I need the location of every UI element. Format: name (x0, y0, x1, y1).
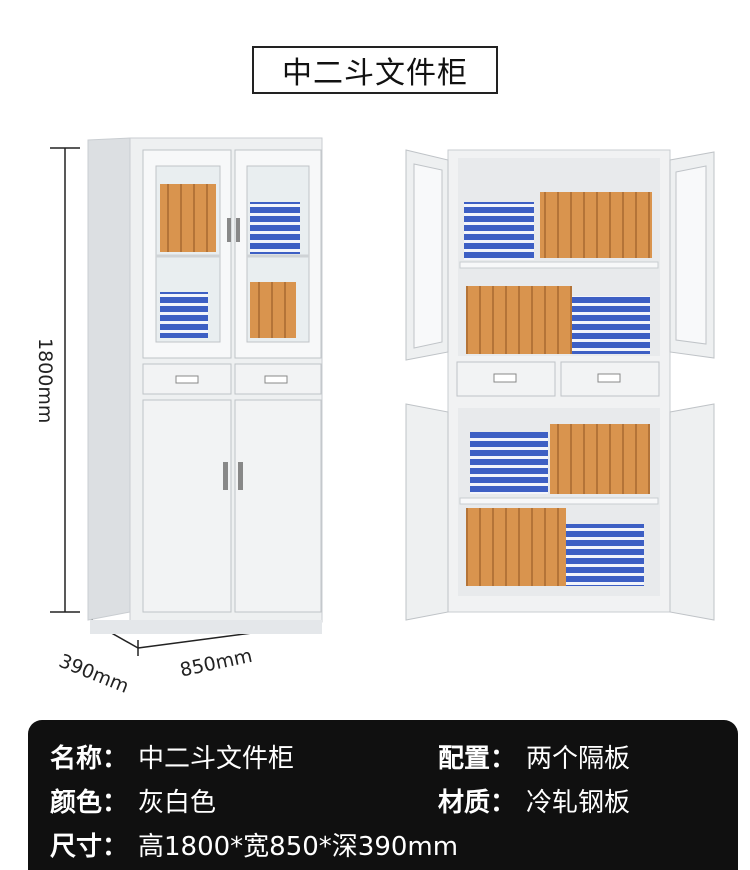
product-title: 中二斗文件柜 (252, 46, 498, 94)
spec-size-label: 尺寸： (50, 832, 129, 862)
product-illustration (50, 137, 715, 656)
door-handle-left (227, 218, 231, 242)
height-label: 1800mm (34, 338, 56, 424)
spec-config-row: 配置： 两个隔板 (438, 738, 630, 775)
open-cabinet (405, 149, 715, 621)
spec-config-label: 配置： (438, 744, 517, 774)
spec-size-row: 尺寸： 高1800*宽850*深390mm (50, 826, 458, 863)
spec-name-value: 中二斗文件柜 (138, 744, 295, 774)
closed-cabinet (87, 137, 323, 634)
spec-material-value: 冷轧钢板 (526, 788, 631, 818)
spec-material-row: 材质： 冷轧钢板 (438, 782, 630, 819)
spec-material-label: 材质： (438, 788, 517, 818)
spec-color-value: 灰白色 (138, 788, 217, 818)
spec-color-label: 颜色： (50, 788, 129, 818)
lower-door-right (234, 399, 322, 613)
door-handle-right (236, 218, 240, 242)
spec-name-label: 名称： (50, 744, 129, 774)
spec-name-row: 名称： 中二斗文件柜 (50, 738, 294, 775)
spec-panel: 名称： 中二斗文件柜 颜色： 灰白色 尺寸： 高1800*宽850*深390mm 配置… (28, 720, 738, 870)
lower-door-left (142, 399, 232, 613)
spec-size-value: 高1800*宽850*深390mm (138, 832, 459, 862)
spec-color-row: 颜色： 灰白色 (50, 782, 216, 819)
spec-config-value: 两个隔板 (526, 744, 631, 774)
height-dimension-line (50, 147, 80, 613)
